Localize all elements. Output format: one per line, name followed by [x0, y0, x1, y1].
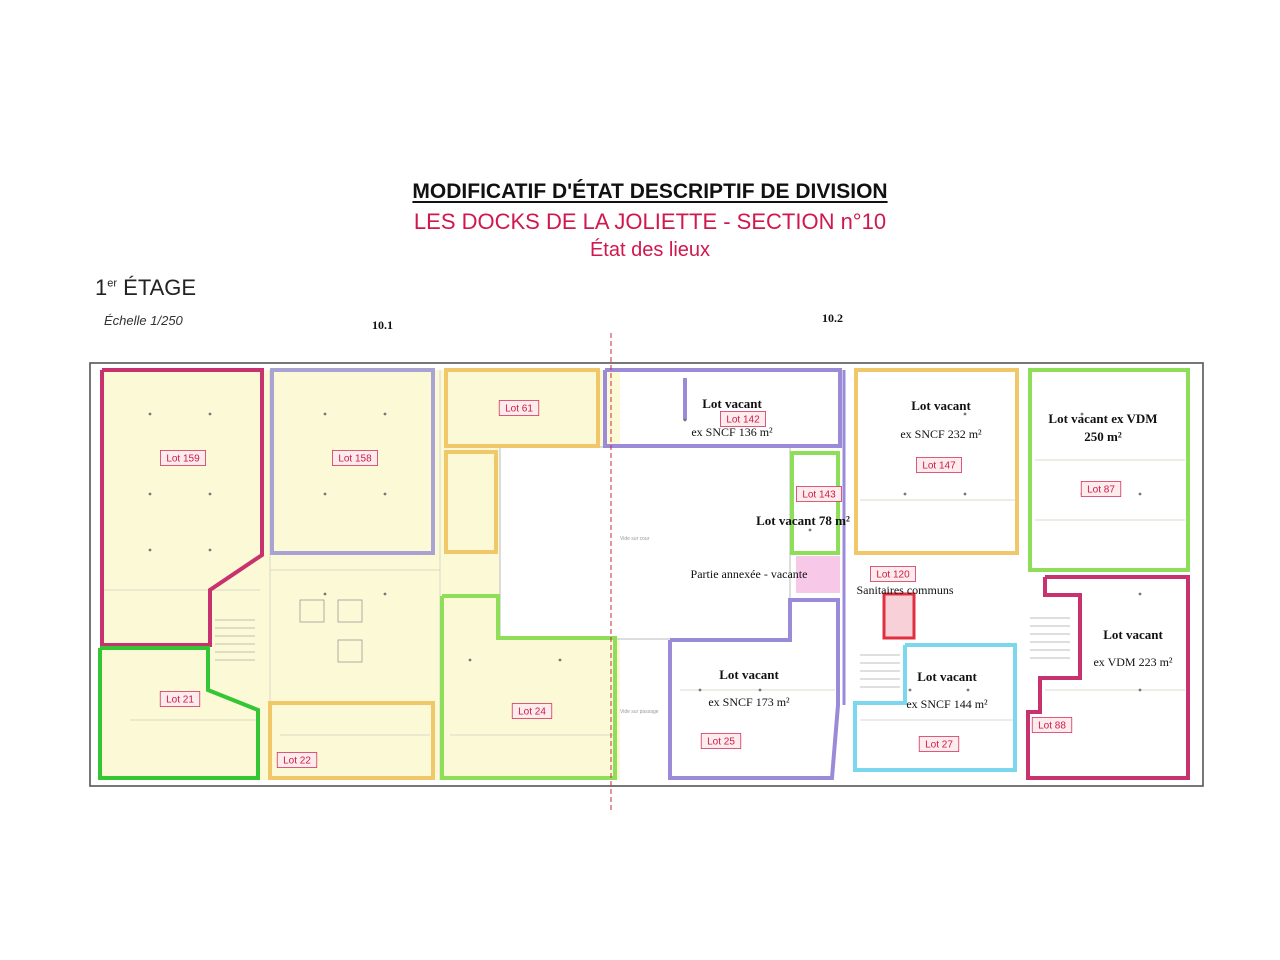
lot-159-label-text: Lot 159 [166, 454, 200, 465]
lot-87-label: Lot 87 [1080, 481, 1122, 497]
lot-25-annotation-2: ex SNCF 173 m² [708, 695, 790, 709]
annexe-zone [796, 556, 840, 593]
lot-88-outline [1026, 575, 1190, 780]
lot-61-label-text: Lot 61 [505, 404, 533, 415]
lot-158-outline [270, 368, 435, 555]
lot-24-outline [440, 594, 617, 780]
lot-61-outline [444, 368, 600, 448]
lot-25-outline [668, 598, 840, 780]
lot-27-annotation-2: ex SNCF 144 m² [906, 697, 988, 711]
lot-22-label-text: Lot 22 [283, 756, 311, 767]
lot-22-label: Lot 22 [276, 752, 318, 768]
lot-120-outline [882, 592, 916, 640]
lot-88-annotation-1: Lot vacant [1103, 627, 1163, 642]
lot-22-outline [268, 701, 435, 780]
lot-120-label-text: Lot 120 [876, 570, 910, 581]
section-label-left: 10.1 [372, 318, 393, 332]
annexe-annotation: Partie annexée - vacante [691, 567, 808, 581]
passage [622, 640, 670, 780]
building-outline [89, 362, 1204, 787]
lot-147-label: Lot 147 [916, 457, 962, 473]
lot-147-label-box [916, 457, 962, 473]
courtyard [499, 446, 791, 640]
document-title: MODIFICATIF D'ÉTAT DESCRIPTIF DE DIVISIO… [412, 180, 888, 203]
document-subtitle-2: État des lieux [589, 239, 711, 261]
stairs-left [215, 619, 255, 661]
lot-120-label: Lot 120 [870, 566, 916, 582]
lot-159-label-box [160, 450, 206, 466]
floor-label: 1er ÉTAGE [95, 275, 196, 301]
lot-61-label: Lot 61 [498, 400, 540, 416]
lot-142-label-text: Lot 142 [726, 415, 760, 426]
lot-143-label: Lot 143 [796, 486, 842, 502]
lot-158-label-box [332, 450, 378, 466]
lot-25-label: Lot 25 [700, 733, 742, 749]
lot-21-outline [98, 646, 260, 780]
lot-87-label-text: Lot 87 [1087, 485, 1115, 496]
lot-27-annotation-1: Lot vacant [917, 669, 977, 684]
lot-61-label-box [498, 400, 540, 416]
stairs-right [1030, 617, 1070, 659]
lot-142-annotation-2: ex SNCF 136 m² [691, 425, 773, 439]
lot-143-outline [790, 451, 840, 555]
lot-87-label-box [1080, 481, 1122, 497]
lot-142-outline [603, 368, 842, 448]
lot-147-annotation-1: Lot vacant [911, 398, 971, 413]
section-label-right: 10.2 [822, 311, 843, 325]
lot-88-annotation-2: ex VDM 223 m² [1093, 655, 1172, 669]
lot-21-label: Lot 21 [159, 691, 201, 707]
sanitaires-annotation: Sanitaires communs [857, 583, 954, 597]
passage-label: Vide sur passage [620, 709, 659, 715]
lot-142-label-box [720, 411, 766, 427]
floor-word: ÉTAGE [117, 275, 197, 300]
lot-25-label-text: Lot 25 [707, 737, 735, 748]
lot-27-label-text: Lot 27 [925, 740, 953, 751]
lot-labels: Lot 159 Lot 158 Lot 61 Lot 21 Lot 22 Lot 24 Lo… [159, 400, 1122, 768]
floor-ordinal: er [107, 277, 118, 290]
lot-24-label-text: Lot 24 [518, 707, 546, 718]
lot-22-label-box [276, 752, 318, 768]
scale-label: Échelle 1/250 [104, 313, 183, 328]
lot-87-annotation-2: 250 m² [1084, 429, 1122, 444]
lot-142-label: Lot 142 [720, 411, 766, 427]
lot-27-label: Lot 27 [918, 736, 960, 752]
floor-number: 1 [95, 275, 108, 300]
lot-88-label: Lot 88 [1031, 717, 1073, 733]
lot-147-label-text: Lot 147 [922, 461, 956, 472]
lot-25-label-box [700, 733, 742, 749]
lot-158-label-text: Lot 158 [338, 454, 372, 465]
lot-147-annotation-2: ex SNCF 232 m² [900, 427, 982, 441]
lot-159-outline [100, 368, 264, 647]
lot-158-label: Lot 158 [332, 450, 378, 466]
lot-27-label-box [918, 736, 960, 752]
lot-61-annex-outline [444, 450, 498, 554]
lot-147-outline [854, 368, 1019, 555]
lot-88-label-text: Lot 88 [1038, 721, 1066, 732]
lot-88-label-box [1031, 717, 1073, 733]
lot-21-label-text: Lot 21 [166, 695, 194, 706]
courtyard-label: Vide sur cour [620, 536, 650, 542]
lot-143-label-box [796, 486, 842, 502]
document-subtitle: LES DOCKS DE LA JOLIETTE - SECTION n°10 [413, 209, 887, 234]
lot-27-outline [853, 643, 1017, 772]
lot-120-label-box [870, 566, 916, 582]
lot-25-annotation-1: Lot vacant [719, 667, 779, 682]
lot-142-annotation-1: Lot vacant [702, 396, 762, 411]
lot-21-label-box [159, 691, 201, 707]
column-markers [148, 412, 1142, 692]
lot-24-label: Lot 24 [511, 703, 553, 719]
lot-87-annotation-1: Lot vacant ex VDM [1048, 411, 1157, 426]
lot-159-label: Lot 159 [160, 450, 206, 466]
lot-143-annotation: Lot vacant 78 m² [756, 513, 850, 528]
lot-24-label-box [511, 703, 553, 719]
elevators [299, 599, 363, 663]
stairs-center [860, 654, 900, 688]
lot-143-label-text: Lot 143 [802, 490, 836, 501]
lot-87-outline [1028, 368, 1190, 572]
